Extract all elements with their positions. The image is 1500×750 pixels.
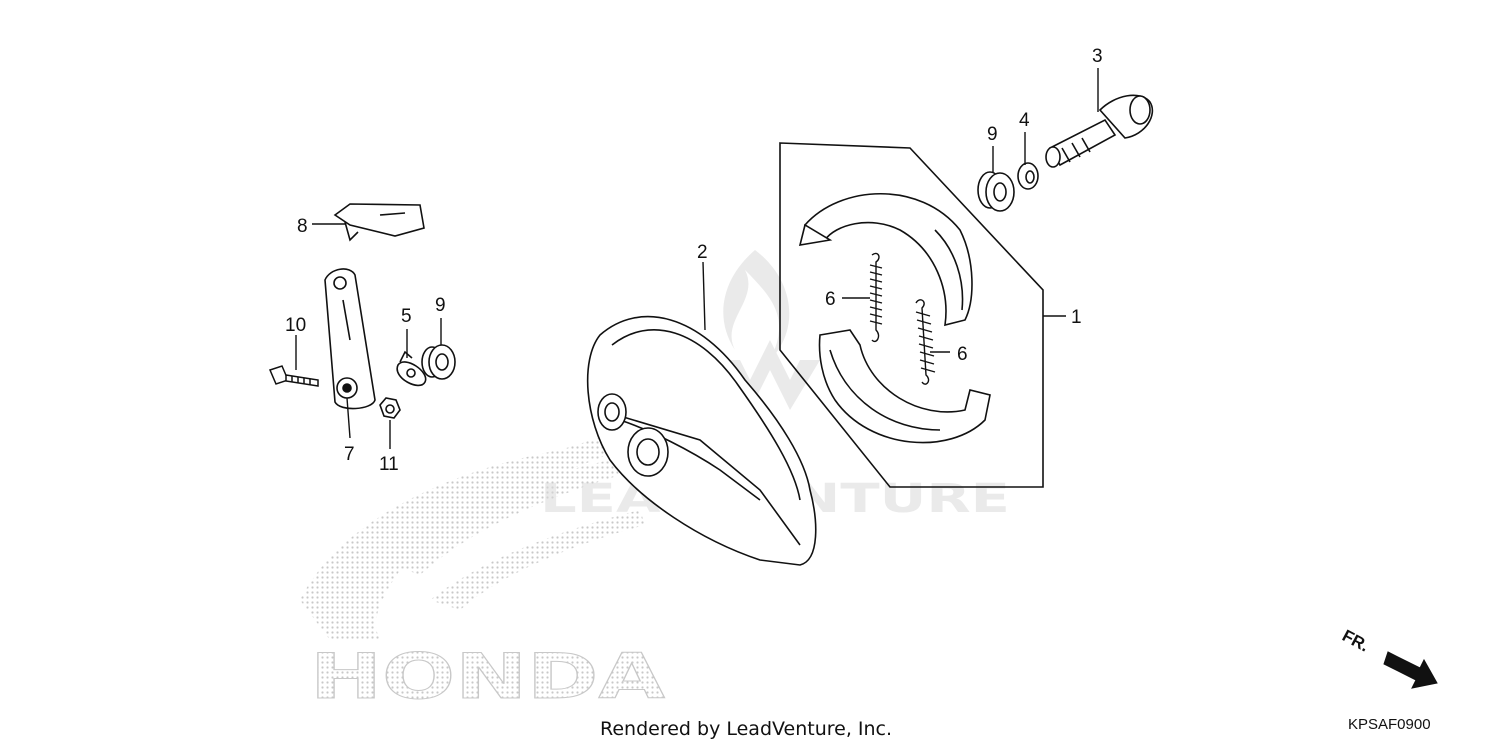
return-spring-part-left: [869, 252, 883, 343]
footer-credit: Rendered by LeadVenture, Inc.: [600, 718, 893, 740]
callout-5: 5: [401, 306, 412, 327]
callout-2: 2: [697, 242, 708, 263]
return-spring-part-right: [915, 299, 936, 385]
callout-11: 11: [379, 454, 399, 475]
callout-9-upper: 9: [987, 124, 998, 145]
honda-logo-watermark: HONDA: [300, 425, 666, 714]
leader-lines: [295, 68, 1099, 449]
brake-panel-part: [586, 315, 817, 566]
brake-shoe-set-outline: [779, 142, 1044, 488]
wear-indicator-part: [396, 350, 427, 387]
callout-4: 4: [1019, 110, 1030, 131]
front-arrow-icon: [1383, 651, 1438, 689]
indicator-plate-part: [333, 203, 425, 242]
diagram-code: KPSAF0900: [1348, 716, 1431, 733]
bolt-part: [268, 365, 319, 387]
callout-3: 3: [1092, 46, 1103, 67]
callout-6-left: 6: [825, 289, 836, 310]
callout-9-lower: 9: [435, 295, 446, 316]
brake-shoe-lower-part: [818, 329, 991, 444]
callout-7: 7: [344, 444, 355, 465]
oil-seal-part-upper: [977, 171, 1015, 212]
honda-wordmark: HONDA: [310, 640, 665, 713]
callout-10: 10: [285, 315, 306, 336]
brake-cam-part: [1045, 94, 1154, 168]
callout-6-right: 6: [957, 344, 968, 365]
callout-8: 8: [297, 216, 308, 237]
washer-part: [1017, 162, 1039, 190]
brake-shoe-upper-part: [798, 193, 973, 327]
brake-arm-part: [324, 268, 376, 410]
callout-numbers: 1 2 3 4 5 6 6 7 8 9 9 10 11: [285, 46, 1103, 475]
oil-seal-part-lower: [421, 344, 456, 380]
callout-1: 1: [1071, 307, 1082, 328]
nut-part: [379, 397, 401, 419]
